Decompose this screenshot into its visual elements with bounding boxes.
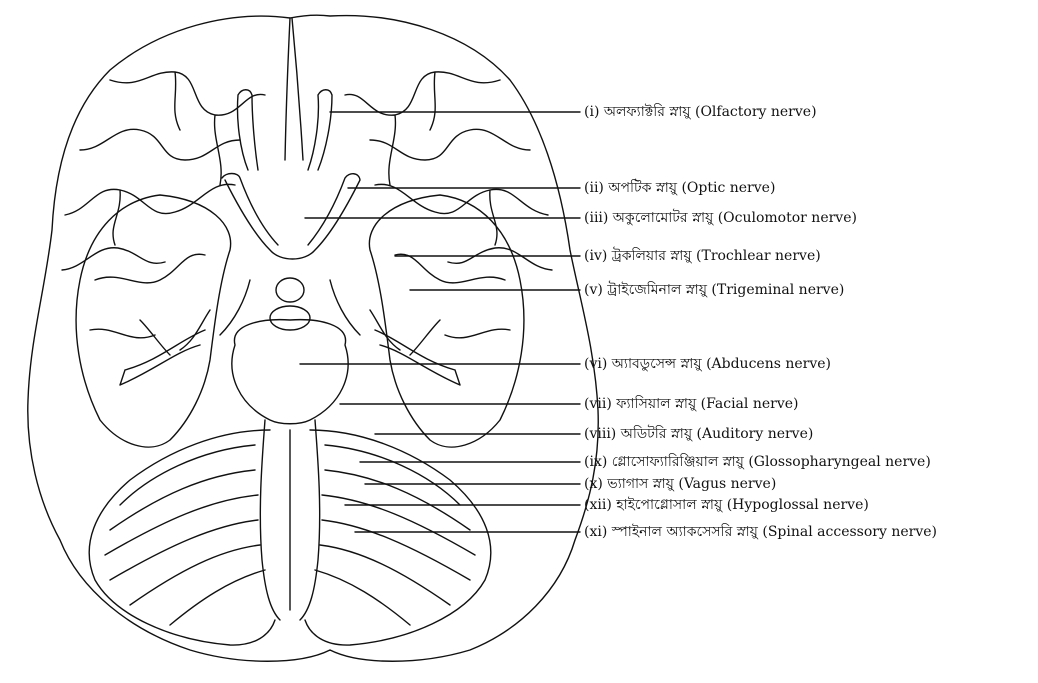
label-spinal-accessory-nerve: (xi) স্পাইনাল অ্যাকসেসরি স্নায়ু (Spinal…	[584, 524, 937, 540]
frontal-gyri-left	[62, 72, 265, 270]
label-hypoglossal-nerve: (xii) হাইপোগ্লোসাল স্নায়ু (Hypoglossal …	[584, 497, 869, 513]
temporal-lobe-left	[76, 195, 231, 447]
medulla-oblongata	[260, 420, 319, 620]
label-glossopharyngeal-nerve: (ix) গ্লোসোফ্যারিঞ্জিয়াল স্নায়ু (Gloss…	[584, 454, 931, 470]
pituitary	[276, 278, 304, 302]
pons	[232, 320, 348, 424]
label-auditory-nerve: (viii) অডিটরি স্নায়ু (Auditory nerve)	[584, 426, 813, 442]
label-optic-nerve: (ii) অপটিক স্নায়ু (Optic nerve)	[584, 180, 775, 196]
olfactory-tract-right	[308, 90, 332, 170]
frontal-gyri-right	[345, 72, 552, 270]
temporal-gyri	[90, 254, 510, 338]
label-olfactory-nerve: (i) অলফ্যাক্টরি স্নায়ু (Olfactory nerve…	[584, 104, 817, 120]
label-facial-nerve: (vii) ফ্যাসিয়াল স্নায়ু (Facial nerve)	[584, 396, 798, 412]
temporal-lobe-right	[369, 195, 524, 447]
olfactory-tract-left	[237, 90, 258, 170]
cranial-nerve-roots	[140, 310, 440, 355]
optic-nerves	[222, 174, 360, 260]
label-trochlear-nerve: (iv) ট্রকলিয়ার স্নায়ু (Trochlear nerve…	[584, 248, 821, 264]
label-trigeminal-nerve: (v) ট্রাইজেমিনাল স্নায়ু (Trigeminal ner…	[584, 282, 844, 298]
oculomotor-nerve	[220, 280, 360, 335]
label-oculomotor-nerve: (iii) অকুলোমোটর স্নায়ু (Oculomotor nerv…	[584, 210, 857, 226]
label-vagus-nerve: (x) ভ্যাগাস স্নায়ু (Vagus nerve)	[584, 476, 776, 492]
longitudinal-fissure	[285, 18, 303, 160]
cerebellum-left	[89, 430, 275, 645]
mammillary-bodies	[270, 306, 310, 330]
label-abducens-nerve: (vi) অ্যাবডুসেন্স স্নায়ু (Abducens nerv…	[584, 356, 831, 372]
